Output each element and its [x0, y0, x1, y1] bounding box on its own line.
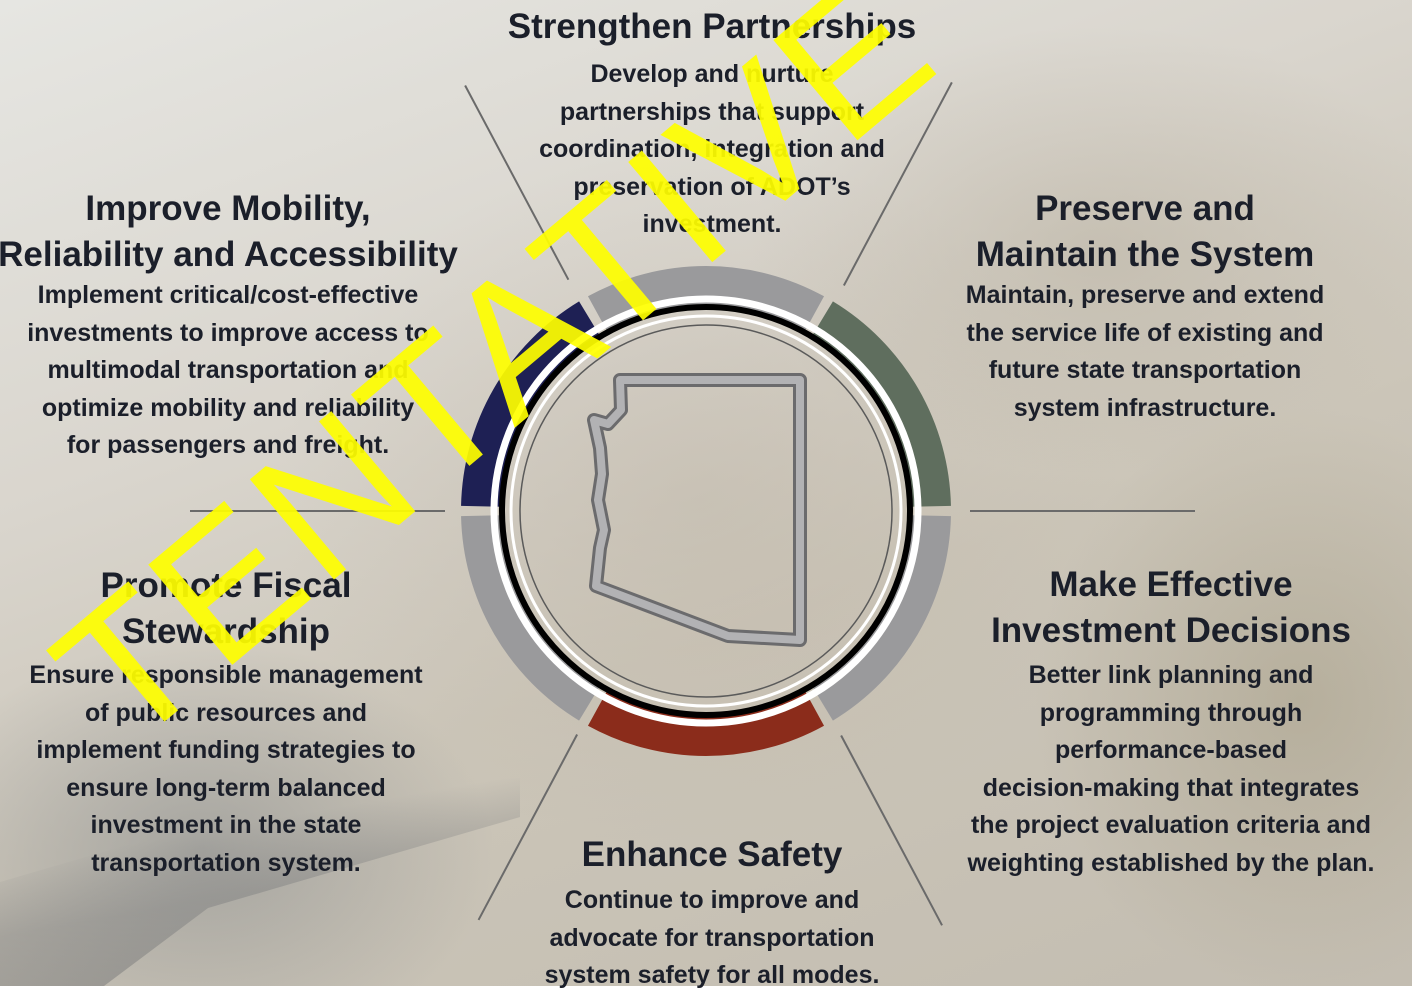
goal-effective-investment: Make Effective Investment Decisions Bett…	[940, 562, 1402, 882]
goal-description: Develop and nurture partnerships that su…	[539, 60, 885, 238]
goal-strengthen-partnerships: Strengthen Partnerships Develop and nurt…	[500, 4, 924, 244]
goal-preserve-maintain: Preserve and Maintain the System Maintai…	[942, 186, 1348, 427]
goal-title: Strengthen Partnerships	[507, 7, 917, 46]
goal-description: Implement critical/cost-effective invest…	[27, 281, 429, 459]
goal-fiscal-stewardship: Promote Fiscal Stewardship Ensure respon…	[0, 563, 454, 882]
goal-title: Improve Mobility, Reliability and Access…	[0, 189, 458, 274]
goal-title: Make Effective Investment Decisions	[991, 565, 1351, 650]
goal-improve-mobility: Improve Mobility, Reliability and Access…	[0, 186, 462, 465]
goal-title: Promote Fiscal Stewardship	[100, 566, 352, 651]
divider-left	[190, 510, 445, 512]
goal-enhance-safety: Enhance Safety Continue to improve and a…	[500, 832, 924, 995]
goal-title: Preserve and Maintain the System	[975, 189, 1315, 274]
goal-description: Maintain, preserve and extend the servic…	[965, 281, 1325, 422]
goal-title: Enhance Safety	[581, 835, 843, 874]
divider-right	[970, 510, 1195, 512]
goal-description: Continue to improve and advocate for tra…	[544, 886, 880, 989]
goal-description: Better link planning and programming thr…	[967, 661, 1375, 877]
goal-description: Ensure responsible management of public …	[29, 661, 423, 877]
